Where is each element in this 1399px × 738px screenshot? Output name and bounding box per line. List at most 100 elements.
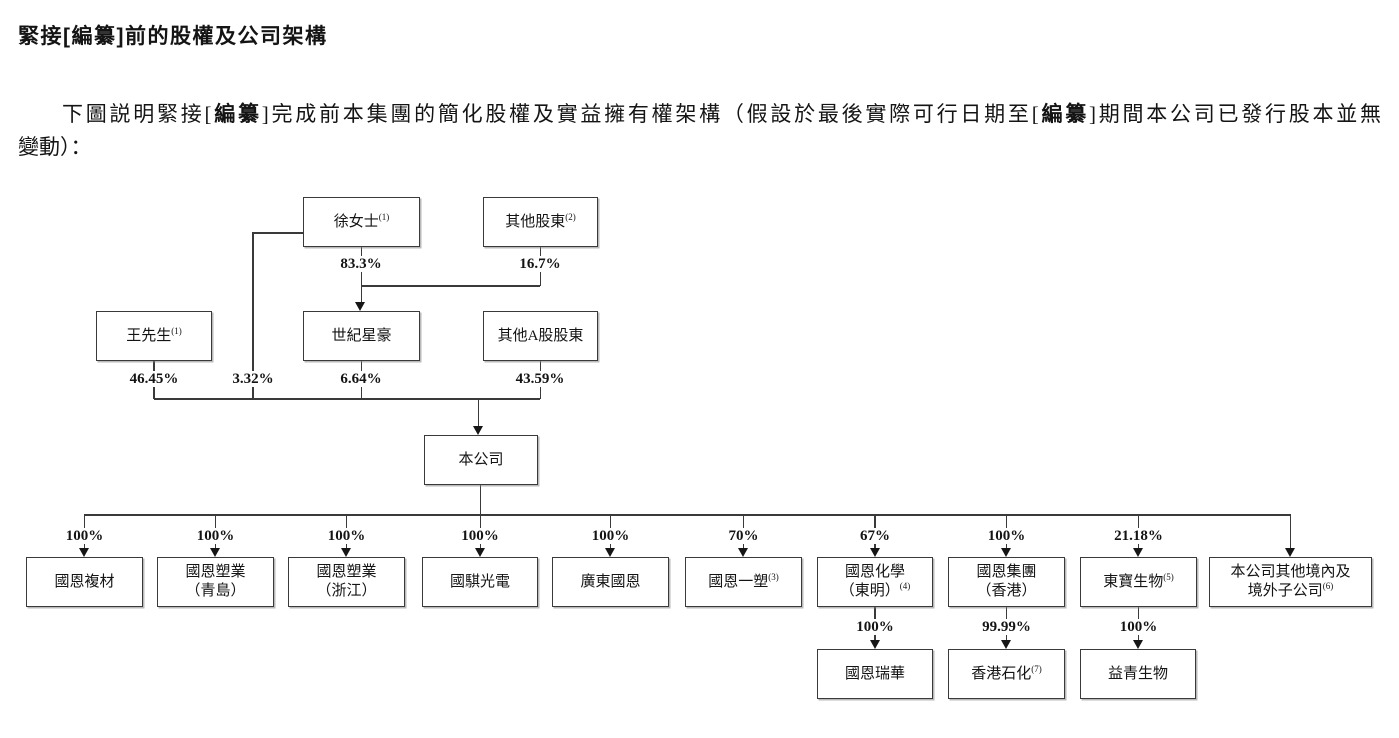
connector-merge-mid	[153, 398, 540, 400]
node-other-shareholders: 其他股東(2)	[483, 197, 598, 247]
arrowhead-into-fucai	[79, 548, 89, 557]
node-dongbao-biological: 東寶生物(5)	[1080, 557, 1197, 607]
node-label: 徐女士	[333, 213, 379, 230]
node-label: 東寶生物	[1103, 573, 1164, 590]
pct-label-xu-to-shiji: 83.3%	[336, 256, 386, 272]
node-the-company: 本公司	[424, 435, 538, 485]
footnote-marker: (4)	[899, 581, 911, 591]
pct-label-wang-to-company: 46.45%	[125, 371, 183, 387]
node-guoen-ruihua: 國恩瑞華	[817, 649, 933, 699]
footnote-marker: (2)	[565, 211, 576, 222]
node-label-line2: （東明）	[839, 583, 900, 599]
node-label-line1: 國恩塑業	[316, 564, 377, 580]
node-label: 其他A股股東	[497, 327, 584, 344]
connector-to-company	[477, 398, 479, 426]
pct-label-to-jituan: 100%	[983, 528, 1030, 544]
node-label: 益青生物	[1107, 665, 1168, 682]
pct-label-to-zhejiang: 100%	[323, 528, 370, 544]
pct-label-to-qingdao: 100%	[192, 528, 239, 544]
pct-label-xu-to-company: 3.32%	[228, 371, 278, 387]
page-title: 緊接[編纂]前的股權及公司架構	[18, 25, 328, 48]
intro-text-seg2: ]完成前本集團的簡化股權及實益擁有權架構（假設於最後實際可行日期至[	[261, 102, 1039, 126]
arrowhead-into-hkshihua	[1001, 640, 1011, 649]
redaction-placeholder-1: 編纂	[211, 102, 262, 126]
node-label: 國恩一塑	[708, 573, 769, 590]
arrowhead-into-jituan	[1001, 548, 1011, 557]
pct-label-osh-to-shiji: 16.7%	[515, 256, 565, 272]
connector-xu-column	[252, 232, 254, 399]
intro-paragraph-line2: 變動）：	[18, 135, 92, 159]
arrowhead-into-yisu	[738, 548, 748, 557]
arrowhead-into-othersub	[1285, 548, 1295, 557]
intro-text-seg1: 下圖説明緊接[	[62, 102, 212, 126]
intro-text-seg3: ]期間本公司已發行股本並無	[1088, 102, 1382, 126]
connector-xu-down	[360, 247, 362, 302]
footnote-marker: (7)	[1031, 663, 1042, 674]
node-label-line1: 國恩塑業	[185, 564, 246, 580]
pct-label-to-guangdong: 100%	[587, 528, 634, 544]
node-label: 國恩複材	[54, 573, 115, 590]
node-mr-wang: 王先生(1)	[96, 311, 212, 361]
node-guoen-composite: 國恩複材	[26, 557, 143, 607]
pct-label-to-yisu: 70%	[724, 528, 763, 544]
arrowhead-into-yiqing	[1133, 640, 1143, 649]
redaction-placeholder-2: 編纂	[1038, 102, 1089, 126]
footnote-marker: (5)	[1163, 571, 1174, 582]
node-label: 本公司	[458, 451, 504, 468]
arrowhead-into-company	[472, 426, 483, 435]
node-guoen-group-hongkong: 國恩集團 （香港）	[948, 557, 1065, 607]
arrowhead-into-guangdong	[605, 548, 615, 557]
pct-label-to-guoqi: 100%	[457, 528, 503, 544]
arrowhead-into-guoqi	[474, 548, 485, 557]
pct-label-to-huaxue: 67%	[856, 528, 894, 544]
node-guoen-chemical-dongming: 國恩化學 （東明）(4)	[817, 557, 933, 607]
node-label-line2: （青島）	[185, 583, 246, 599]
node-label: 王先生	[126, 327, 172, 344]
footnote-marker: (1)	[171, 325, 182, 336]
node-guangdong-guoen: 廣東國恩	[552, 557, 669, 607]
connector-merge-top	[361, 285, 540, 287]
pct-label-to-fucai: 100%	[61, 528, 108, 544]
arrowhead-into-ruihua	[869, 640, 880, 649]
node-label: 國騏光電	[449, 573, 510, 590]
footnote-marker: (6)	[1322, 581, 1334, 591]
arrowhead-into-huaxue	[869, 548, 880, 557]
node-other-domestic-overseas-subsidiaries: 本公司其他境內及 境外子公司(6)	[1209, 557, 1372, 607]
connector-distribution-line	[84, 514, 1291, 516]
node-yiqing-biological: 益青生物	[1080, 649, 1196, 699]
footnote-marker: (1)	[378, 211, 390, 222]
pct-label-to-hkshihua: 99.99%	[978, 619, 1035, 635]
pct-label-to-yiqing: 100%	[1115, 619, 1162, 635]
arrowhead-into-zhejiang	[341, 548, 351, 557]
node-guoqi-optoelectronics: 國騏光電	[422, 557, 538, 607]
connector-drop-othersub	[1289, 515, 1292, 548]
connector-xu-stub	[253, 232, 303, 234]
pct-label-to-dongbao: 21.18%	[1110, 528, 1167, 544]
node-label-line1: 本公司其他境內及	[1230, 564, 1351, 580]
node-label: 香港石化	[971, 665, 1032, 682]
node-label-line2: （浙江）	[316, 583, 377, 599]
pct-label-to-ruihua: 100%	[852, 619, 898, 635]
footnote-marker: (3)	[768, 571, 779, 582]
pct-label-shiji-to-company: 6.64%	[336, 371, 386, 387]
pct-label-oas-to-company: 43.59%	[511, 371, 569, 387]
node-label-line1: 國恩集團	[976, 564, 1037, 580]
node-label-line2: （香港）	[976, 583, 1037, 599]
node-label: 世紀星豪	[331, 327, 392, 344]
node-shiji-xinghao: 世紀星豪	[303, 311, 420, 361]
node-label-line2: 境外子公司	[1247, 583, 1323, 599]
node-label: 其他股東	[505, 213, 566, 230]
node-guoen-plastics-zhejiang: 國恩塑業 （浙江）	[288, 557, 405, 607]
node-label: 廣東國恩	[580, 573, 641, 590]
node-hongkong-petrochemical: 香港石化(7)	[948, 649, 1065, 699]
node-guoen-plastics-qingdao: 國恩塑業 （青島）	[157, 557, 274, 607]
node-label: 國恩瑞華	[844, 665, 905, 682]
intro-paragraph-line1: 下圖説明緊接[編纂]完成前本集團的簡化股權及實益擁有權架構（假設於最後實際可行日…	[18, 98, 1381, 131]
connector-company-down	[479, 485, 481, 515]
arrowhead-into-shiji	[355, 302, 365, 311]
node-ms-xu: 徐女士(1)	[303, 197, 420, 247]
node-other-a-share-holders: 其他A股股東	[483, 311, 598, 361]
arrowhead-into-qingdao	[210, 548, 220, 557]
arrowhead-into-dongbao	[1133, 548, 1143, 557]
